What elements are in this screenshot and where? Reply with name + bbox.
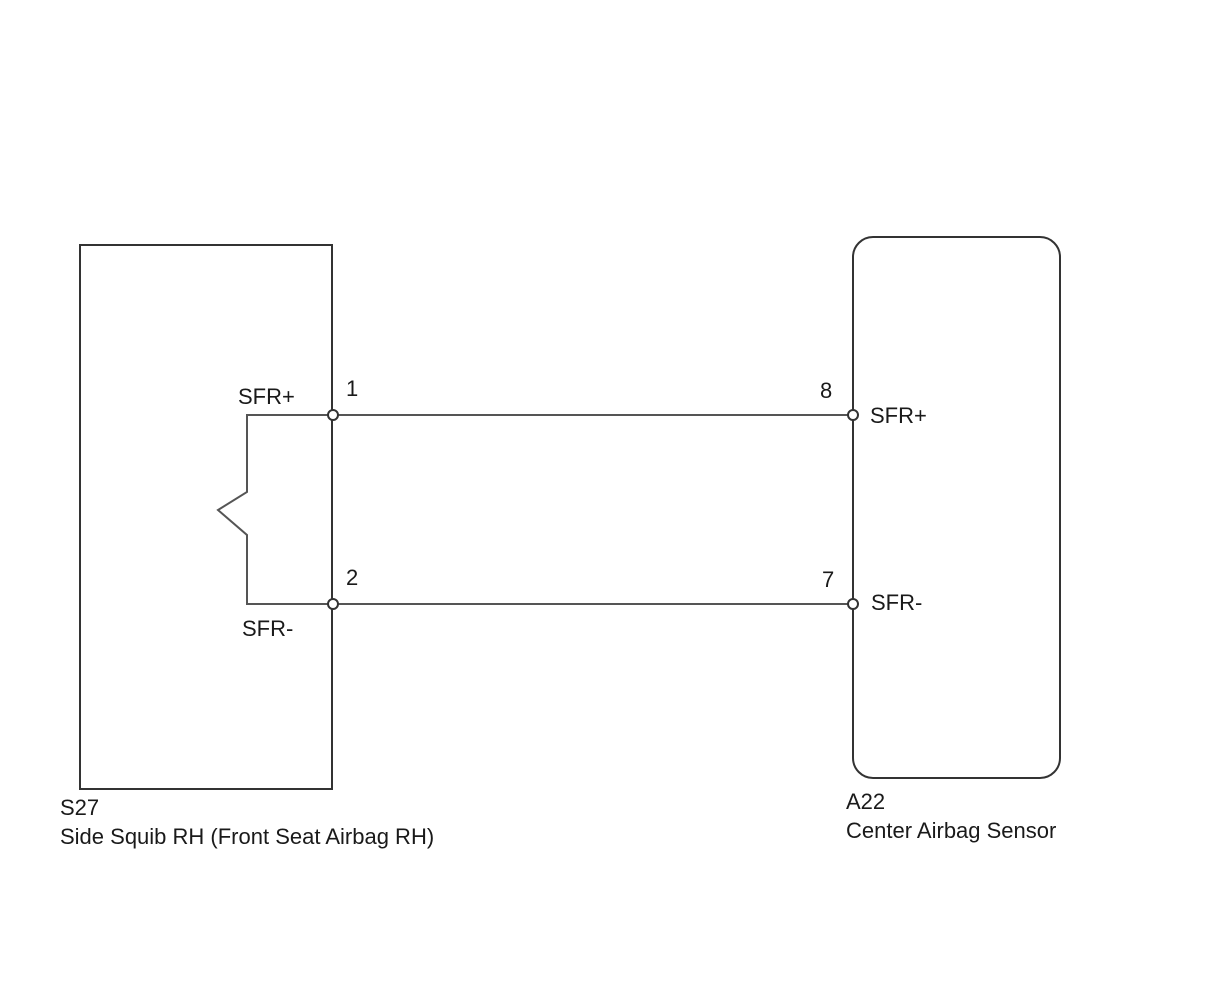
squib-resistor-symbol (216, 414, 333, 605)
s27-component-name: Side Squib RH (Front Seat Airbag RH) (60, 824, 434, 849)
a22-connector-code: A22 (846, 789, 885, 814)
s27-connector-code: S27 (60, 795, 99, 820)
s27-pin-1-number: 1 (346, 376, 358, 401)
terminal-a22-pin-7 (847, 598, 859, 610)
terminal-a22-pin-8 (847, 409, 859, 421)
side-squib-connector-box (79, 244, 333, 790)
a22-pin-8-number: 8 (820, 378, 832, 403)
a22-pin-7-number: 7 (822, 567, 834, 592)
a22-component-name: Center Airbag Sensor (846, 818, 1056, 843)
s27-pin-2-number: 2 (346, 565, 358, 590)
s27-pin-1-signal-label: SFR+ (238, 384, 295, 409)
terminal-s27-pin-1 (327, 409, 339, 421)
s27-pin-2-signal-label: SFR- (242, 616, 293, 641)
terminal-s27-pin-2 (327, 598, 339, 610)
a22-pin-8-signal-label: SFR+ (870, 403, 927, 428)
center-airbag-sensor-box (852, 236, 1061, 779)
a22-pin-7-signal-label: SFR- (871, 590, 922, 615)
